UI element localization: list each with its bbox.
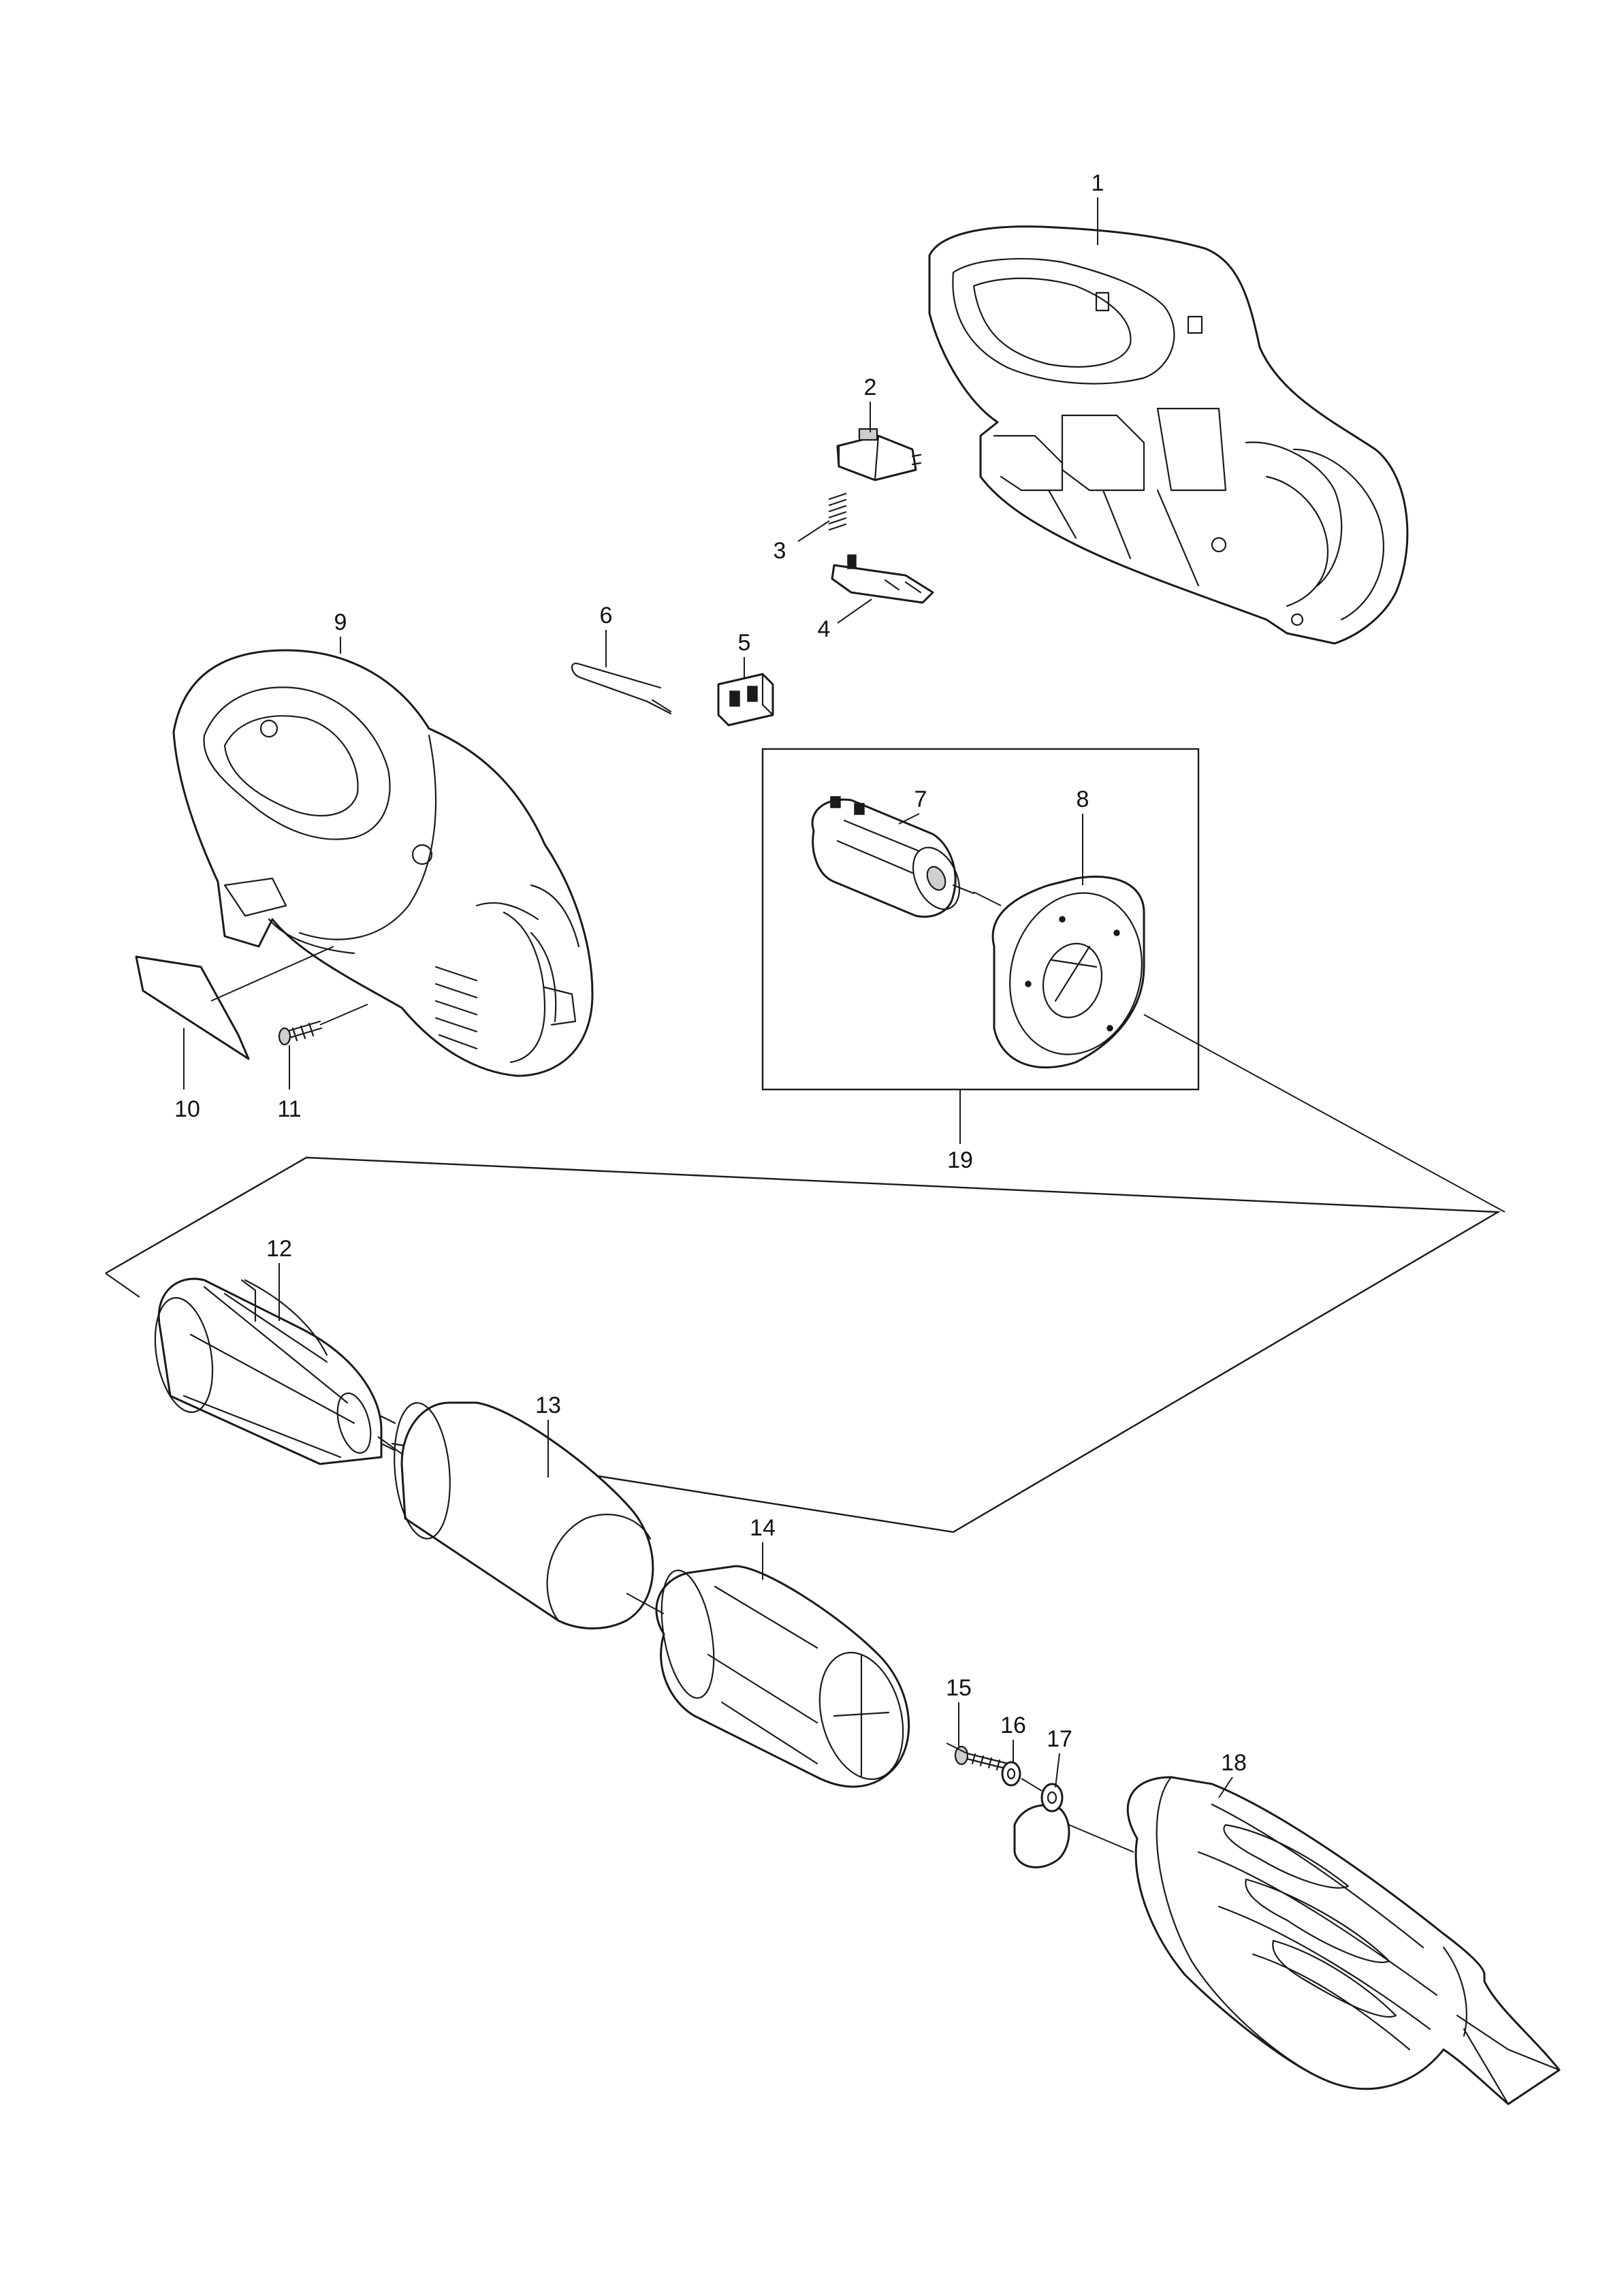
part-11-screw <box>278 1020 323 1046</box>
part-18-nozzle-cover <box>1126 1776 1561 2105</box>
part-12-prefilter-cage <box>154 1277 396 1465</box>
axis-line <box>626 1593 665 1614</box>
part-19-assembly-frame <box>761 748 1200 1091</box>
callout-5: 5 <box>738 630 751 656</box>
part-10-plate <box>135 955 250 1060</box>
callout-17: 17 <box>1047 1726 1072 1752</box>
part-5-terminal <box>717 673 774 727</box>
leader-line-18 <box>1218 1777 1233 1798</box>
part-2-switch <box>836 428 922 481</box>
callout-2: 2 <box>864 375 877 400</box>
part-14-filter-cartridge <box>655 1565 910 1788</box>
callout-1: 1 <box>1092 170 1104 196</box>
axis-line <box>210 946 334 1002</box>
axis-line <box>973 891 1002 906</box>
callout-13: 13 <box>535 1392 561 1418</box>
callout-8: 8 <box>1077 786 1089 812</box>
callout-7: 7 <box>914 786 927 812</box>
callout-6: 6 <box>600 603 613 628</box>
callout-15: 15 <box>946 1675 972 1701</box>
part-7-motor <box>811 796 975 918</box>
callout-10: 10 <box>174 1096 200 1122</box>
callout-18: 18 <box>1221 1750 1247 1776</box>
assembly-guide-line <box>105 1156 1501 1533</box>
leader-line-3 <box>797 520 830 542</box>
callout-11: 11 <box>277 1096 301 1122</box>
leader-line-4 <box>837 599 872 624</box>
callout-16: 16 <box>1000 1712 1026 1738</box>
axis-line <box>1143 1014 1506 1213</box>
callout-9: 9 <box>334 609 347 635</box>
part-3-spring <box>828 492 847 531</box>
leader-line-7 <box>898 813 920 825</box>
part-1-housing-right <box>928 225 1409 645</box>
part-8-fan <box>991 875 1145 1069</box>
callout-19: 19 <box>947 1147 973 1173</box>
part-13-filter-cone <box>394 1401 654 1629</box>
part-17-valve-flap <box>1013 1783 1070 1868</box>
axis-line <box>319 1004 368 1025</box>
callout-3: 3 <box>774 538 786 564</box>
axis-line <box>1068 1824 1134 1853</box>
axis-line <box>946 1742 968 1754</box>
part-4-trigger-lever <box>831 554 934 604</box>
leader-line-17 <box>1055 1753 1060 1788</box>
part-15-screw <box>954 1745 1009 1771</box>
callout-14: 14 <box>750 1515 776 1541</box>
axis-line <box>1021 1778 1042 1791</box>
part-6-wire-clip <box>571 663 672 715</box>
callout-12: 12 <box>266 1236 292 1262</box>
part-16-washer <box>1001 1761 1021 1787</box>
axis-line <box>377 1436 402 1454</box>
assembly-guide-line <box>105 1273 140 1298</box>
part-9-housing-left <box>172 649 594 1077</box>
callout-4: 4 <box>818 616 831 642</box>
